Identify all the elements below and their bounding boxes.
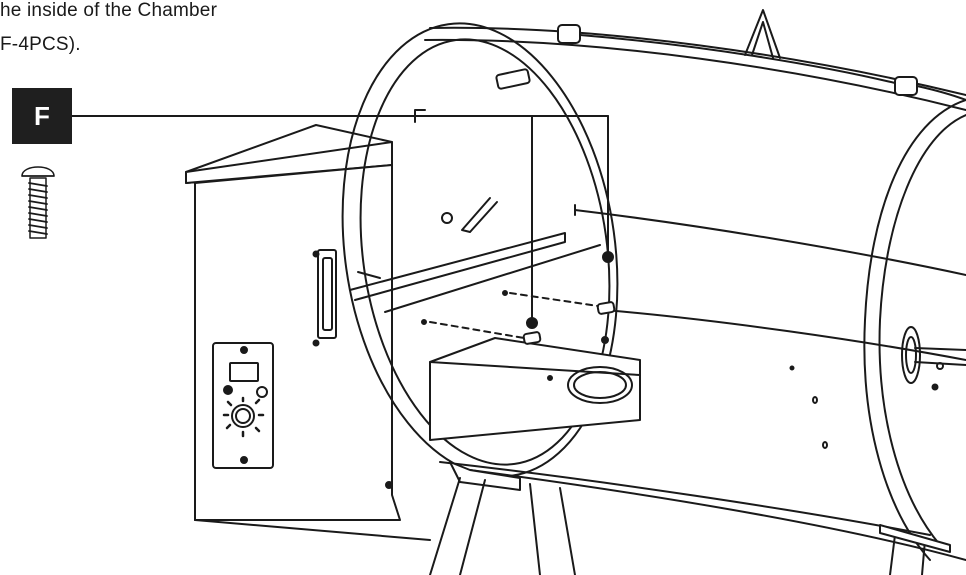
- bolt-screw-icon: [21, 166, 55, 239]
- pellet-hopper: [185, 124, 431, 541]
- digital-controller: [212, 342, 274, 469]
- instruction-text-line-2: F-4PCS).: [0, 34, 81, 55]
- callout-leader-lines: [71, 115, 614, 329]
- part-f-label: F: [12, 88, 72, 144]
- grill-legs: [429, 477, 951, 575]
- chamber-front-ring: [341, 22, 641, 491]
- instruction-text-line-1: he inside of the Chamber: [0, 0, 218, 21]
- lid-hinge: [557, 9, 966, 101]
